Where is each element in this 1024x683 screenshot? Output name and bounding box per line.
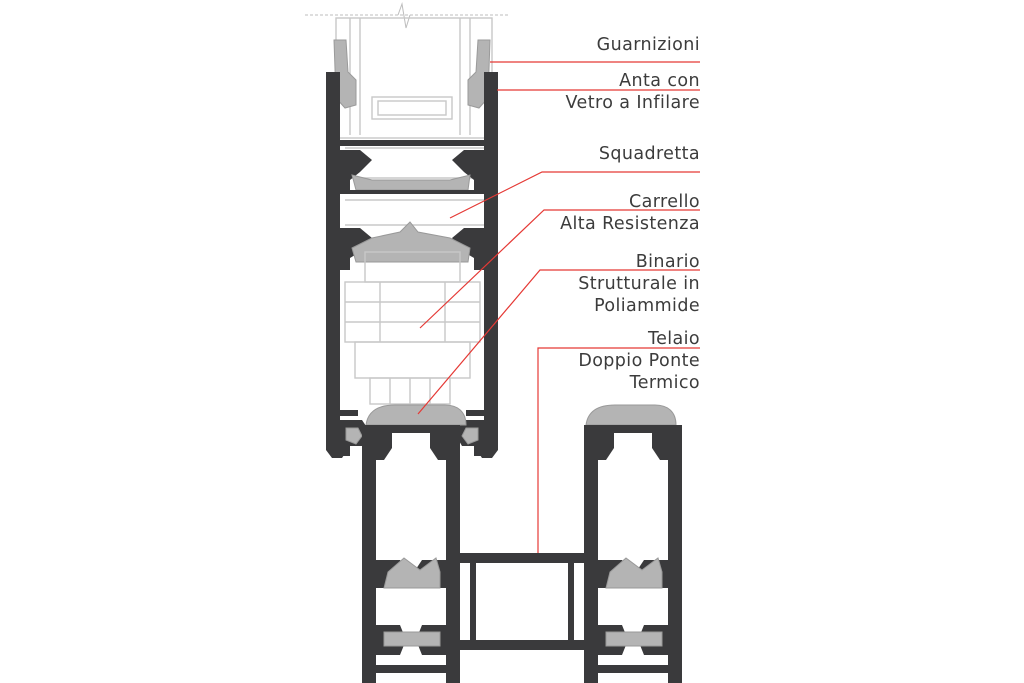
label-carrello: Carrello Alta Resistenza	[560, 192, 700, 234]
binario-track	[365, 404, 677, 426]
thermal-bridges	[383, 557, 663, 647]
label-guarnizioni: Guarnizioni	[596, 35, 700, 55]
carrello-guides	[340, 221, 484, 270]
leader-binario	[417, 269, 700, 415]
break-mark	[397, 2, 411, 29]
gaskets	[333, 39, 491, 109]
leader-lines	[417, 61, 700, 553]
leader-squadretta	[449, 171, 700, 219]
leader-carrello	[419, 209, 700, 329]
sash-lower-detail	[340, 420, 484, 456]
label-anta: Anta con Vetro a Infilare	[565, 71, 700, 113]
label-binario: Binario Strutturale in Poliammide	[578, 252, 700, 316]
leader-telaio	[537, 347, 700, 553]
label-telaio: Telaio Doppio Ponte Termico	[578, 329, 700, 393]
label-squadretta: Squadretta	[598, 144, 700, 164]
sash-profile	[326, 72, 498, 458]
carrello-block	[344, 251, 481, 405]
squadretta	[340, 150, 484, 194]
